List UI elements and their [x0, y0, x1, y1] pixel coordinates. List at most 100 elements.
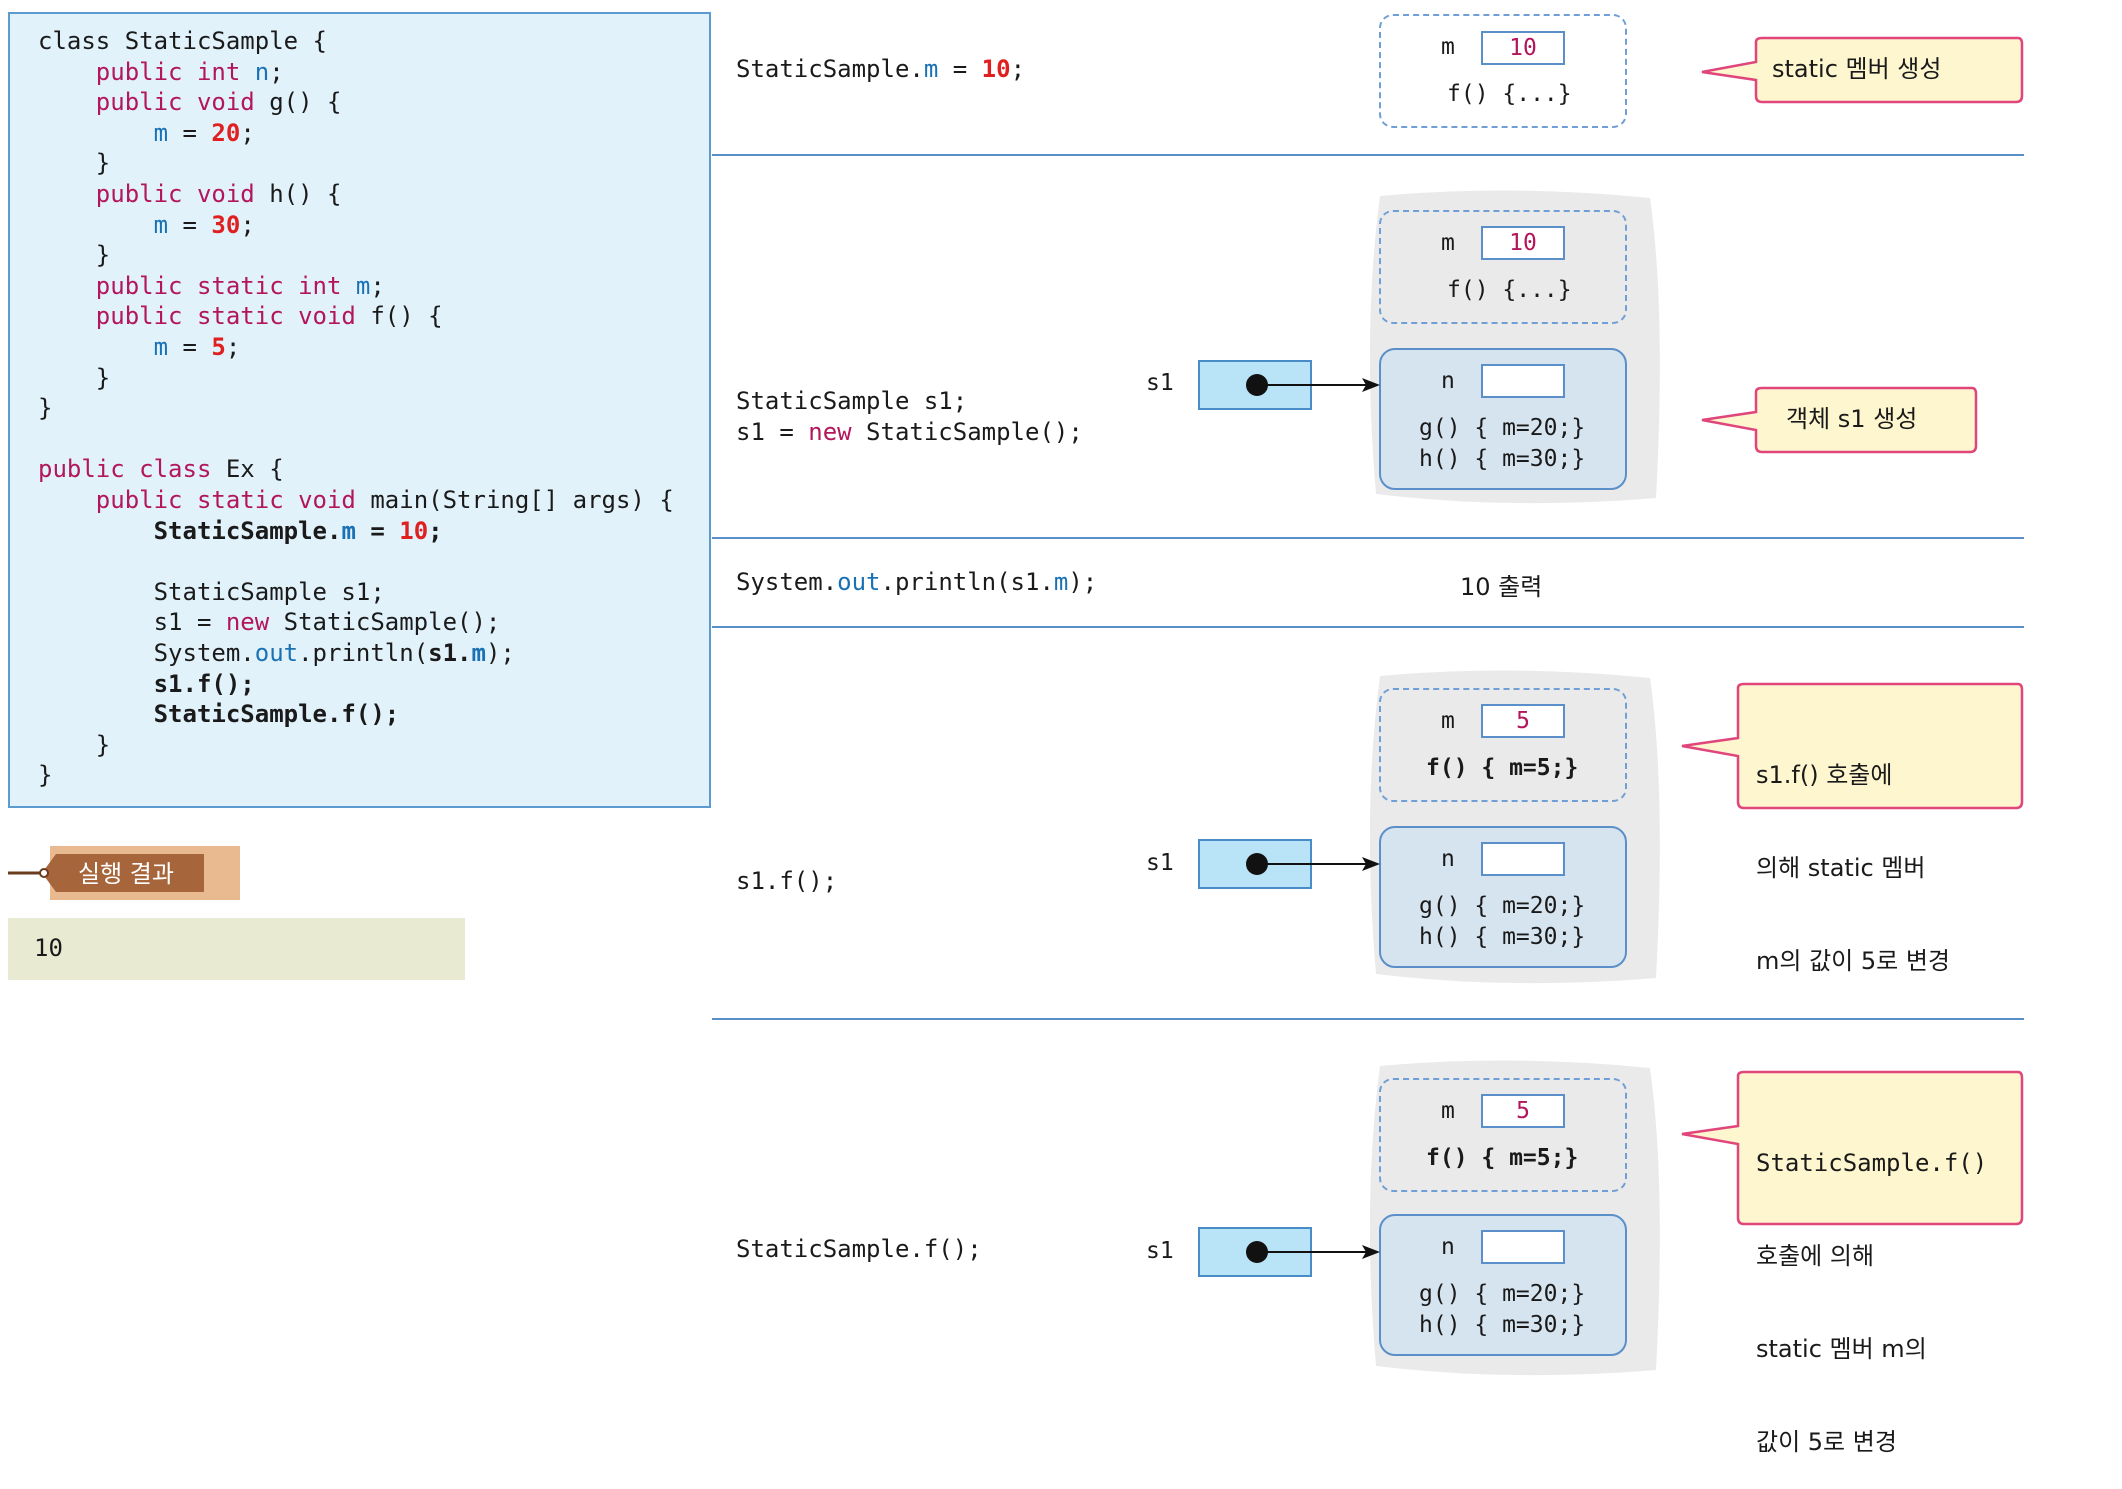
code-line: } [38, 760, 52, 790]
code-token: StaticSample(); [283, 608, 501, 637]
code-token: 5 [211, 333, 226, 361]
code-token: public void [95, 88, 270, 117]
step5-static-area [1379, 1078, 1627, 1192]
code-line: StaticSample.f(); [38, 699, 400, 729]
code-token: .println(s1. [880, 568, 1054, 596]
code-line: m = 30; [38, 210, 255, 240]
code-token: m [355, 271, 371, 300]
step2-statement-line1: StaticSample s1; [736, 387, 968, 415]
step4-s1-label: s1 [1146, 850, 1174, 876]
code-token: out [837, 568, 881, 596]
code-token: s1. [428, 639, 472, 667]
code-token: ; [240, 118, 255, 147]
code-line: } [38, 240, 110, 270]
code-token: f() { [370, 302, 443, 331]
code-token [38, 486, 96, 514]
step2-static-area [1379, 210, 1627, 324]
step4-n-value [1481, 842, 1565, 876]
step1-statement: StaticSample.m = 10; [736, 54, 1025, 85]
code-token: m [923, 55, 939, 83]
code-token: } [38, 241, 111, 270]
code-line: public int n; [38, 57, 284, 87]
step1-m-label: m [1441, 34, 1455, 60]
code-token: class StaticSample { [38, 27, 327, 55]
code-panel: class StaticSample { public int n; publi… [8, 12, 711, 808]
code-token [38, 333, 154, 361]
step2-n-value [1481, 364, 1565, 398]
code-token [38, 302, 96, 330]
code-token [38, 272, 96, 300]
code-token: 30 [211, 210, 241, 239]
step2-reference-arrow [1246, 374, 1380, 396]
step2-n-label: n [1441, 368, 1455, 394]
code-token: = [168, 210, 212, 239]
step4-m-label: m [1441, 708, 1455, 734]
code-line: public static int m; [38, 271, 385, 301]
step4-n-label: n [1441, 846, 1455, 872]
code-token: ); [1068, 568, 1098, 596]
code-line: public static void main(String[] args) { [38, 485, 674, 515]
step5-callout-line-3: static 멤버 m의 [1756, 1335, 1927, 1363]
step5-m-value: 5 [1481, 1094, 1565, 1128]
code-token [38, 211, 154, 239]
divider-2 [712, 537, 2024, 539]
code-token: public static void [95, 486, 371, 514]
code-token: public class [38, 455, 226, 484]
code-token: StaticSample. [736, 55, 924, 83]
step4-m-value: 5 [1481, 704, 1565, 738]
step5-h-method: h() { m=30;} [1419, 1312, 1586, 1338]
code-token: m [153, 210, 169, 239]
step2-g-method: g() { m=20;} [1419, 415, 1586, 441]
code-token: = [168, 118, 212, 147]
step5-callout-line-4: 값이 5로 변경 [1756, 1428, 1897, 1456]
code-token: = [168, 333, 212, 361]
step4-callout-line-1: s1.f() 호출에 [1756, 761, 1893, 789]
code-token: ; [370, 271, 385, 300]
step4-callout-text: s1.f() 호출에 의해 static 멤버 m의 값이 5로 변경 [1756, 698, 1950, 1008]
code-token: ; [269, 57, 284, 86]
code-token: public void [95, 180, 270, 208]
code-token: h() { [269, 180, 342, 208]
divider-4 [712, 1018, 2024, 1020]
code-token: ; [428, 516, 443, 545]
step2-m-value: 10 [1481, 226, 1565, 260]
code-line: System.out.println(s1.m); [38, 638, 515, 668]
step4-callout [1681, 682, 2024, 810]
step2-s1-label: s1 [1146, 370, 1174, 396]
code-token: StaticSample.f(); [38, 700, 400, 729]
result-output-box: 10 [8, 918, 465, 980]
code-line: StaticSample.m = 10; [38, 516, 443, 546]
step4-static-area [1379, 688, 1627, 802]
step5-f-method: f() { m=5;} [1426, 1145, 1579, 1171]
result-tag: 실행 결과 [8, 846, 240, 900]
code-token: m [341, 516, 356, 545]
code-line: } [38, 730, 110, 760]
step4-statement: s1.f(); [736, 867, 838, 895]
step4-f-method: f() { m=5;} [1426, 755, 1579, 781]
step4-callout-line-2: 의해 static 멤버 [1756, 854, 1926, 882]
code-line: m = 5; [38, 332, 241, 362]
code-token: s1.f(); [38, 669, 255, 698]
step2-h-method: h() { m=30;} [1419, 446, 1586, 472]
step2-callout-text: 객체 s1 생성 [1786, 405, 1918, 433]
code-token: Ex { [225, 455, 284, 484]
step4-callout-line-3: m의 값이 5로 변경 [1756, 947, 1951, 975]
code-line: s1.f(); [38, 669, 255, 699]
divider-1 [712, 154, 2024, 156]
code-token: } [38, 149, 111, 178]
code-line: m = 20; [38, 118, 255, 148]
code-token: public static void [95, 302, 371, 331]
step2-f-method: f() {...} [1447, 277, 1572, 303]
code-token: } [38, 363, 111, 392]
result-tag-label: 실행 결과 [78, 860, 174, 888]
code-line: public class Ex { [38, 454, 284, 484]
code-token: out [254, 639, 299, 667]
code-token: = [355, 516, 400, 545]
code-line: public void g() { [38, 87, 342, 117]
code-token: m [153, 333, 169, 361]
code-token: = [938, 55, 982, 83]
step5-s1-label: s1 [1146, 1238, 1174, 1264]
code-token: m [471, 639, 486, 667]
step1-callout [1701, 36, 2024, 104]
code-token: StaticSample s1; [38, 577, 385, 606]
